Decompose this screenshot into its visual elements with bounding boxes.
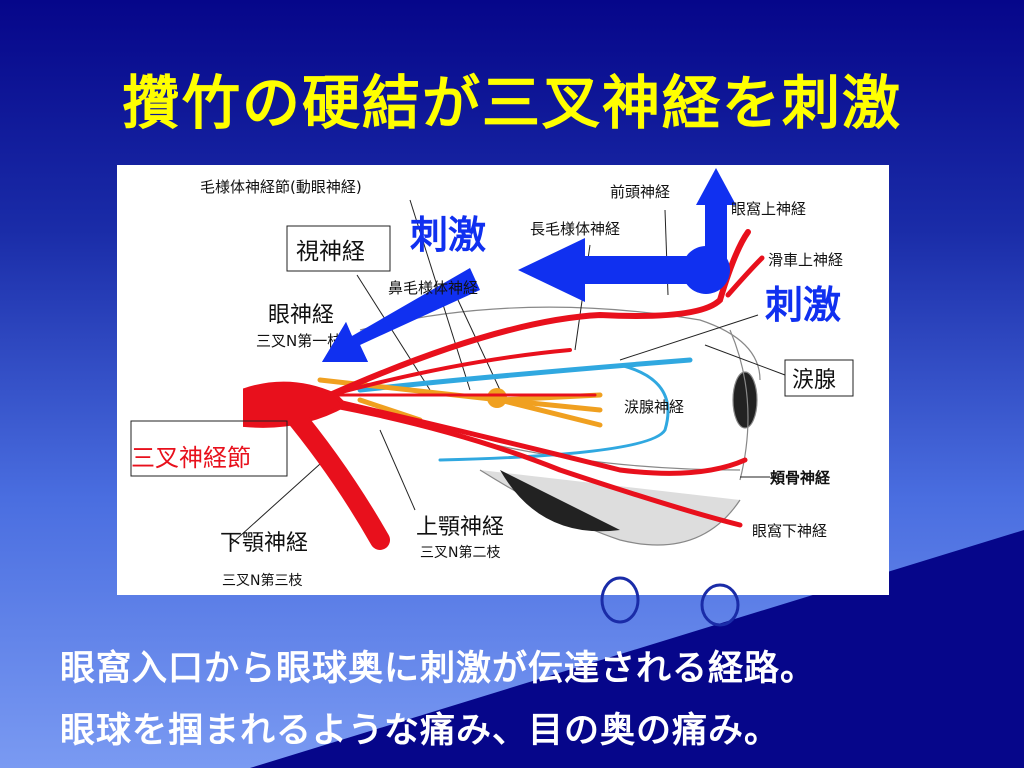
label-optic-nerve: 視神経 xyxy=(296,239,365,265)
orbit-sketch xyxy=(359,306,761,546)
arrow-origin xyxy=(682,246,730,294)
label-maxillary: 上顎神経 xyxy=(416,515,504,540)
ciliary-ganglion-node xyxy=(487,388,507,408)
label-long-ciliary: 長毛様体神経 xyxy=(530,220,620,238)
slide-title: 攢竹の硬結が三叉神経を刺激 xyxy=(121,69,902,137)
label-trigeminal-ganglion: 三叉神経節 xyxy=(131,444,251,472)
optic-nerve-path xyxy=(357,357,693,393)
leader-lines xyxy=(229,199,786,546)
arrow-up-head xyxy=(696,168,736,205)
caption-line-1: 眼窩入口から眼球奥に刺激が伝達される経路。 xyxy=(60,649,817,689)
label-zygomatic: 頬骨神経 xyxy=(770,469,831,487)
label-frontal: 前頭神経 xyxy=(610,183,670,201)
label-mandibular-sub: 三叉N第三枝 xyxy=(222,572,302,589)
label-maxillary-sub: 三叉N第二枝 xyxy=(420,544,500,561)
label-ciliary-ganglion: 毛様体神経節(動眼神経) xyxy=(200,178,362,196)
label-supraorbital: 眼窩上神経 xyxy=(731,200,806,218)
trigeminal-ganglion-shape xyxy=(243,381,349,428)
label-nasociliary: 鼻毛様体神経 xyxy=(388,279,478,297)
label-stimulus-left: 刺激 xyxy=(410,213,486,257)
lacrimal-nerve-loop xyxy=(438,363,670,462)
label-infraorbital: 眼窩下神経 xyxy=(752,522,827,540)
caption-line-2: 眼球を掴まれるような痛み、目の奥の痛み。 xyxy=(60,711,781,751)
label-mandibular: 下顎神経 xyxy=(220,531,308,556)
trigeminal-branches xyxy=(280,229,765,550)
arrow-left xyxy=(518,238,690,302)
label-ophthalmic-sub: 三叉N第一枝 xyxy=(256,332,342,350)
label-ophthalmic: 眼神経 xyxy=(268,303,334,328)
label-lacrimal-gland: 涙腺 xyxy=(792,368,836,393)
label-stimulus-right: 刺激 xyxy=(765,283,841,327)
label-supratrochlear: 滑車上神経 xyxy=(768,251,843,269)
decorative-logo xyxy=(600,576,740,627)
label-lacrimal-nerve: 涙腺神経 xyxy=(624,398,684,416)
